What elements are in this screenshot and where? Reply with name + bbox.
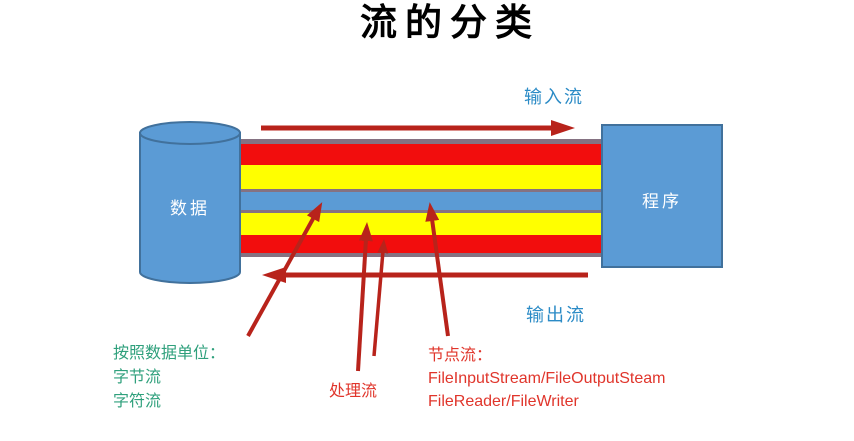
stream-pipe bbox=[235, 139, 602, 257]
data-unit-item-char-stream: 字符流 bbox=[113, 393, 162, 410]
program-box-label: 程序 bbox=[642, 192, 682, 211]
data-cylinder-body bbox=[139, 132, 241, 284]
data-unit-annotation: 按照数据单位： 字节流 字符流 bbox=[113, 342, 225, 414]
input-flow-label: 输入流 bbox=[524, 87, 584, 107]
diagram-title: 流的分类 bbox=[360, 3, 540, 44]
pipe-band-yellow-top bbox=[235, 165, 602, 189]
node-stream-classes-line2: FileReader/FileWriter bbox=[428, 393, 579, 410]
node-stream-pointer-arrow bbox=[425, 202, 450, 337]
processing-stream-pointer-arrow-2 bbox=[372, 239, 389, 357]
pipe-band-red-top bbox=[235, 144, 602, 165]
pipe-band-red-bottom bbox=[235, 235, 602, 253]
pipe-band-blue-middle bbox=[235, 192, 602, 210]
node-stream-heading: 节点流： bbox=[428, 347, 493, 364]
output-flow-label: 输出流 bbox=[526, 305, 586, 325]
pipe-band-yellow-bottom bbox=[235, 213, 602, 235]
data-unit-item-byte-stream: 字节流 bbox=[113, 369, 162, 386]
processing-stream-pointer-arrow bbox=[356, 222, 373, 372]
node-stream-classes-line1: FileInputStream/FileOutputSteam bbox=[428, 370, 666, 387]
data-unit-pointer-arrow bbox=[246, 202, 323, 337]
node-stream-annotation: 节点流： FileInputStream/FileOutputSteam Fil… bbox=[428, 344, 665, 413]
data-cylinder-top bbox=[139, 121, 241, 145]
data-cylinder-label: 数据 bbox=[170, 199, 210, 218]
program-box bbox=[601, 124, 723, 268]
data-unit-heading: 按照数据单位： bbox=[113, 345, 226, 362]
processing-stream-label: 处理流 bbox=[329, 383, 378, 400]
data-cylinder bbox=[139, 121, 241, 284]
